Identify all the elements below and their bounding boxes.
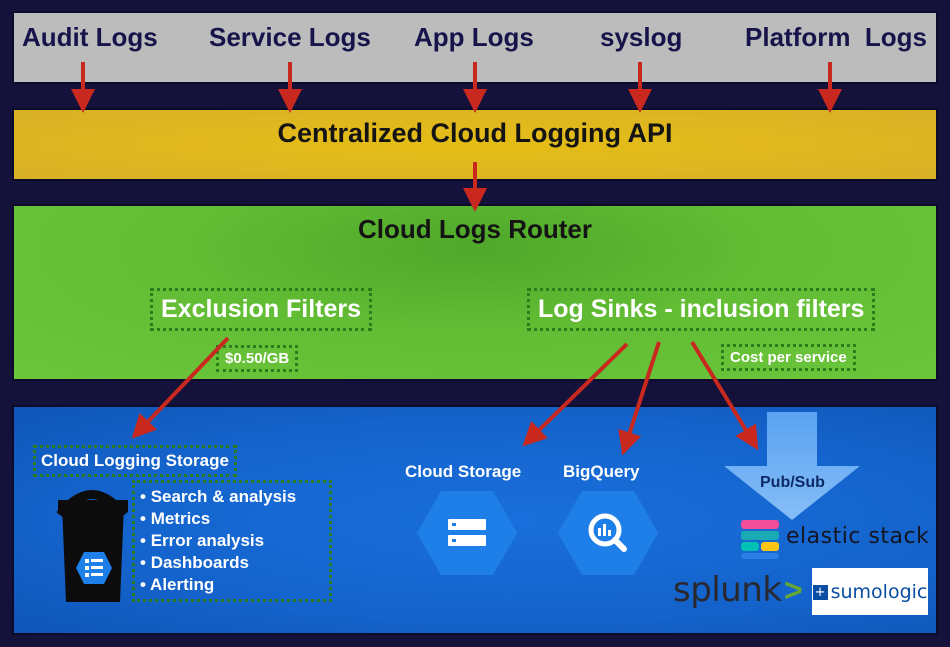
logging-api-title: Centralized Cloud Logging API [277, 118, 673, 148]
storage-features-list: Search & analysis Metrics Error analysis… [140, 486, 296, 596]
source-service-logs: Service Logs [209, 22, 371, 52]
logs-router-title: Cloud Logs Router [358, 214, 592, 244]
sumologic-logo: +sumologic [812, 568, 928, 615]
arrow-sinks-to-pubsub [690, 340, 759, 451]
feature-metrics: Metrics [140, 508, 296, 530]
cloud-logging-storage-label: Cloud Logging Storage [33, 445, 237, 477]
log-sinks-inclusion-filters: Log Sinks - inclusion filters [527, 288, 876, 331]
exclusion-price: $0.50/GB [216, 345, 299, 372]
exclusion-filters: Exclusion Filters [150, 288, 373, 331]
arrow-sinks-to-bigquery [618, 341, 661, 456]
splunk-logo: splunk [673, 570, 782, 610]
bigquery-icon [558, 491, 658, 575]
feature-error-analysis: Error analysis [140, 530, 296, 552]
bigquery-label: BigQuery [563, 462, 640, 481]
feature-dashboards: Dashboards [140, 552, 296, 574]
sumologic-plus-icon: + [812, 584, 828, 600]
source-audit-logs: Audit Logs [22, 22, 158, 52]
cloud-storage-label: Cloud Storage [405, 462, 522, 481]
cloud-storage-icon [417, 491, 517, 575]
storage-features-box [132, 480, 332, 602]
elastic-stack-label: elastic stack [786, 524, 930, 549]
logs-router-band [12, 204, 938, 381]
feature-search-analysis: Search & analysis [140, 486, 297, 508]
source-platform-logs: Platform Logs [745, 22, 928, 52]
source-syslog: syslog [600, 22, 683, 52]
arrow-exclusion-to-storage [131, 336, 230, 439]
pubsub-label: Pub/Sub [760, 474, 825, 491]
feature-alerting: Alerting [140, 574, 296, 596]
sumologic-label: sumologic [830, 580, 928, 603]
arrow-sinks-to-gcs [522, 342, 629, 447]
inclusion-cost: Cost per service [721, 344, 856, 371]
source-app-logs: App Logs [414, 22, 534, 52]
splunk-chevron-icon: > [784, 572, 803, 608]
